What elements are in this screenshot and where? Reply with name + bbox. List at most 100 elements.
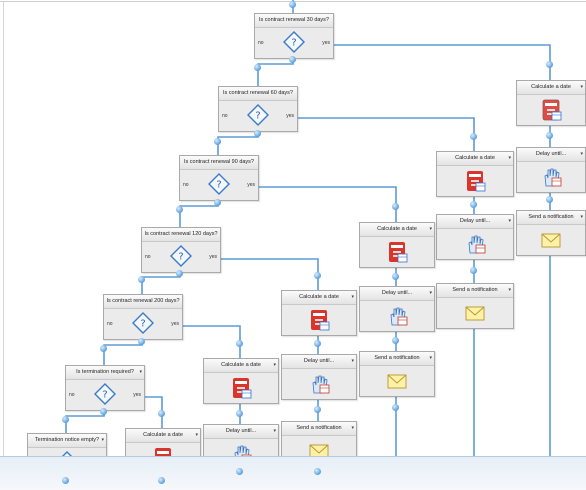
horizontal-scrollbar[interactable] [0,456,586,490]
no-branch-label: no [222,113,228,119]
condition-node-30-days[interactable]: Is contract renewal 30 days? no ? yes [254,13,334,59]
svg-text:?: ? [255,111,260,122]
dropdown-arrow-icon[interactable]: ▾ [351,294,354,300]
condition-node-termination-required[interactable]: Is termination required?▾ no ? yes [65,365,145,411]
connector-dot[interactable] [100,408,107,415]
connector-dot[interactable] [62,477,69,484]
calculate-date-node[interactable]: Calculate a date▾ [281,290,357,336]
connector-dot[interactable] [176,206,183,213]
action-label: Delay until... [459,218,491,224]
yes-branch-label: yes [247,182,255,188]
yes-branch-label: yes [209,254,217,260]
connector-line [294,117,475,151]
connector-dot[interactable] [254,130,261,137]
connector-dot[interactable] [470,133,477,140]
condition-node-120-days[interactable]: Is contract renewal 120 days? no ? yes [141,227,221,273]
connector-line [179,199,219,227]
dropdown-arrow-icon[interactable]: ▾ [580,84,583,90]
no-branch-label: no [183,182,189,188]
connector-dot[interactable] [236,410,243,417]
yes-branch-label: yes [286,113,294,119]
connector-dot[interactable] [314,406,321,413]
connector-dot[interactable] [254,64,261,71]
no-branch-label: no [107,321,113,327]
dropdown-arrow-icon[interactable]: ▾ [273,362,276,368]
delay-until-node[interactable]: Delay until...▾ [281,354,357,400]
dropdown-arrow-icon[interactable]: ▾ [508,155,511,161]
connector-dot[interactable] [470,267,477,274]
yes-branch-label: yes [133,392,141,398]
calculate-date-node[interactable]: Calculate a date▾ [436,151,514,197]
calculate-date-node[interactable]: Calculate a date▾ [516,80,586,126]
condition-diamond-icon: ? [132,312,154,334]
connector-dot[interactable] [214,199,221,206]
connector-dot[interactable] [470,201,477,208]
connector-dot[interactable] [392,337,399,344]
connector-dot[interactable] [314,272,321,279]
connector-dot[interactable] [100,345,107,352]
dropdown-arrow-icon[interactable]: ▾ [429,355,432,361]
dropdown-arrow-icon[interactable]: ▾ [101,437,104,443]
connector-dot[interactable] [546,196,553,203]
connector-dot[interactable] [392,203,399,210]
connector-dot[interactable] [138,338,145,345]
delay-until-node[interactable]: Delay until... ▾ [436,214,514,260]
calculate-date-node[interactable]: Calculate a date▾ [359,222,435,268]
dropdown-arrow-icon[interactable]: ▾ [273,428,276,434]
svg-text:?: ? [140,319,145,330]
hand-stop-icon [464,233,486,255]
svg-text:?: ? [216,180,221,191]
connector-dot[interactable] [214,138,221,145]
connector-dot[interactable] [158,410,165,417]
condition-label: Is contract renewal 120 days? [144,231,218,237]
dropdown-arrow-icon[interactable]: ▾ [508,218,511,224]
condition-diamond-icon: ? [247,104,269,126]
no-branch-label: no [145,254,151,260]
dropdown-arrow-icon[interactable]: ▾ [351,358,354,364]
yes-branch-label: yes [171,321,179,327]
connector-dot[interactable] [289,56,296,63]
connector-dot[interactable] [236,468,243,475]
connector-dot[interactable] [158,477,165,484]
delay-until-node[interactable]: Delay until...▾ [516,147,586,193]
send-notification-node[interactable]: Send a notification▾ [359,351,435,397]
no-branch-label: no [258,40,264,46]
condition-node-60-days[interactable]: Is contract renewal 60 days? no ? yes [218,86,298,132]
hand-stop-icon [308,373,330,395]
calculate-date-node[interactable]: Calculate a date▾ [203,358,279,404]
connector-line [217,130,259,155]
connector-dot[interactable] [392,404,399,411]
connector-dot[interactable] [314,468,321,475]
dropdown-arrow-icon[interactable]: ▾ [429,226,432,232]
dropdown-arrow-icon[interactable]: ▾ [195,432,198,438]
dropdown-arrow-icon[interactable]: ▾ [139,369,142,375]
condition-label: Is contract renewal 90 days? [183,159,254,165]
delay-until-node[interactable]: Delay until...▾ [359,286,435,332]
connector-dot[interactable] [176,270,183,277]
connector-line [255,186,397,222]
connector-dot[interactable] [138,276,145,283]
dropdown-arrow-icon[interactable]: ▾ [429,290,432,296]
connector-line [141,271,181,294]
connector-dot[interactable] [546,132,553,139]
dropdown-arrow-icon[interactable]: ▾ [508,287,511,293]
connector-line [103,338,143,365]
dropdown-arrow-icon[interactable]: ▾ [580,214,583,220]
condition-label: Is contract renewal 30 days? [258,17,329,23]
send-notification-node[interactable]: Send a notification▾ [436,283,514,329]
connector-dot[interactable] [392,273,399,280]
action-label: Send a notification [528,214,574,220]
condition-node-200-days[interactable]: Is contract renewal 200 days? no ? yes [103,294,183,340]
send-notification-node[interactable]: Send a notification ▾ [516,210,586,256]
connector-dot[interactable] [236,340,243,347]
connector-line [217,258,319,290]
dropdown-arrow-icon[interactable]: ▾ [351,425,354,431]
no-branch-label: no [69,392,75,398]
condition-node-90-days[interactable]: Is contract renewal 90 days? no ? yes [179,155,259,201]
connector-dot[interactable] [546,61,553,68]
dropdown-arrow-icon[interactable]: ▾ [580,151,583,157]
connector-dot[interactable] [289,1,296,8]
connector-dot[interactable] [62,416,69,423]
connector-dot[interactable] [314,340,321,347]
condition-diamond-icon: ? [170,245,192,267]
